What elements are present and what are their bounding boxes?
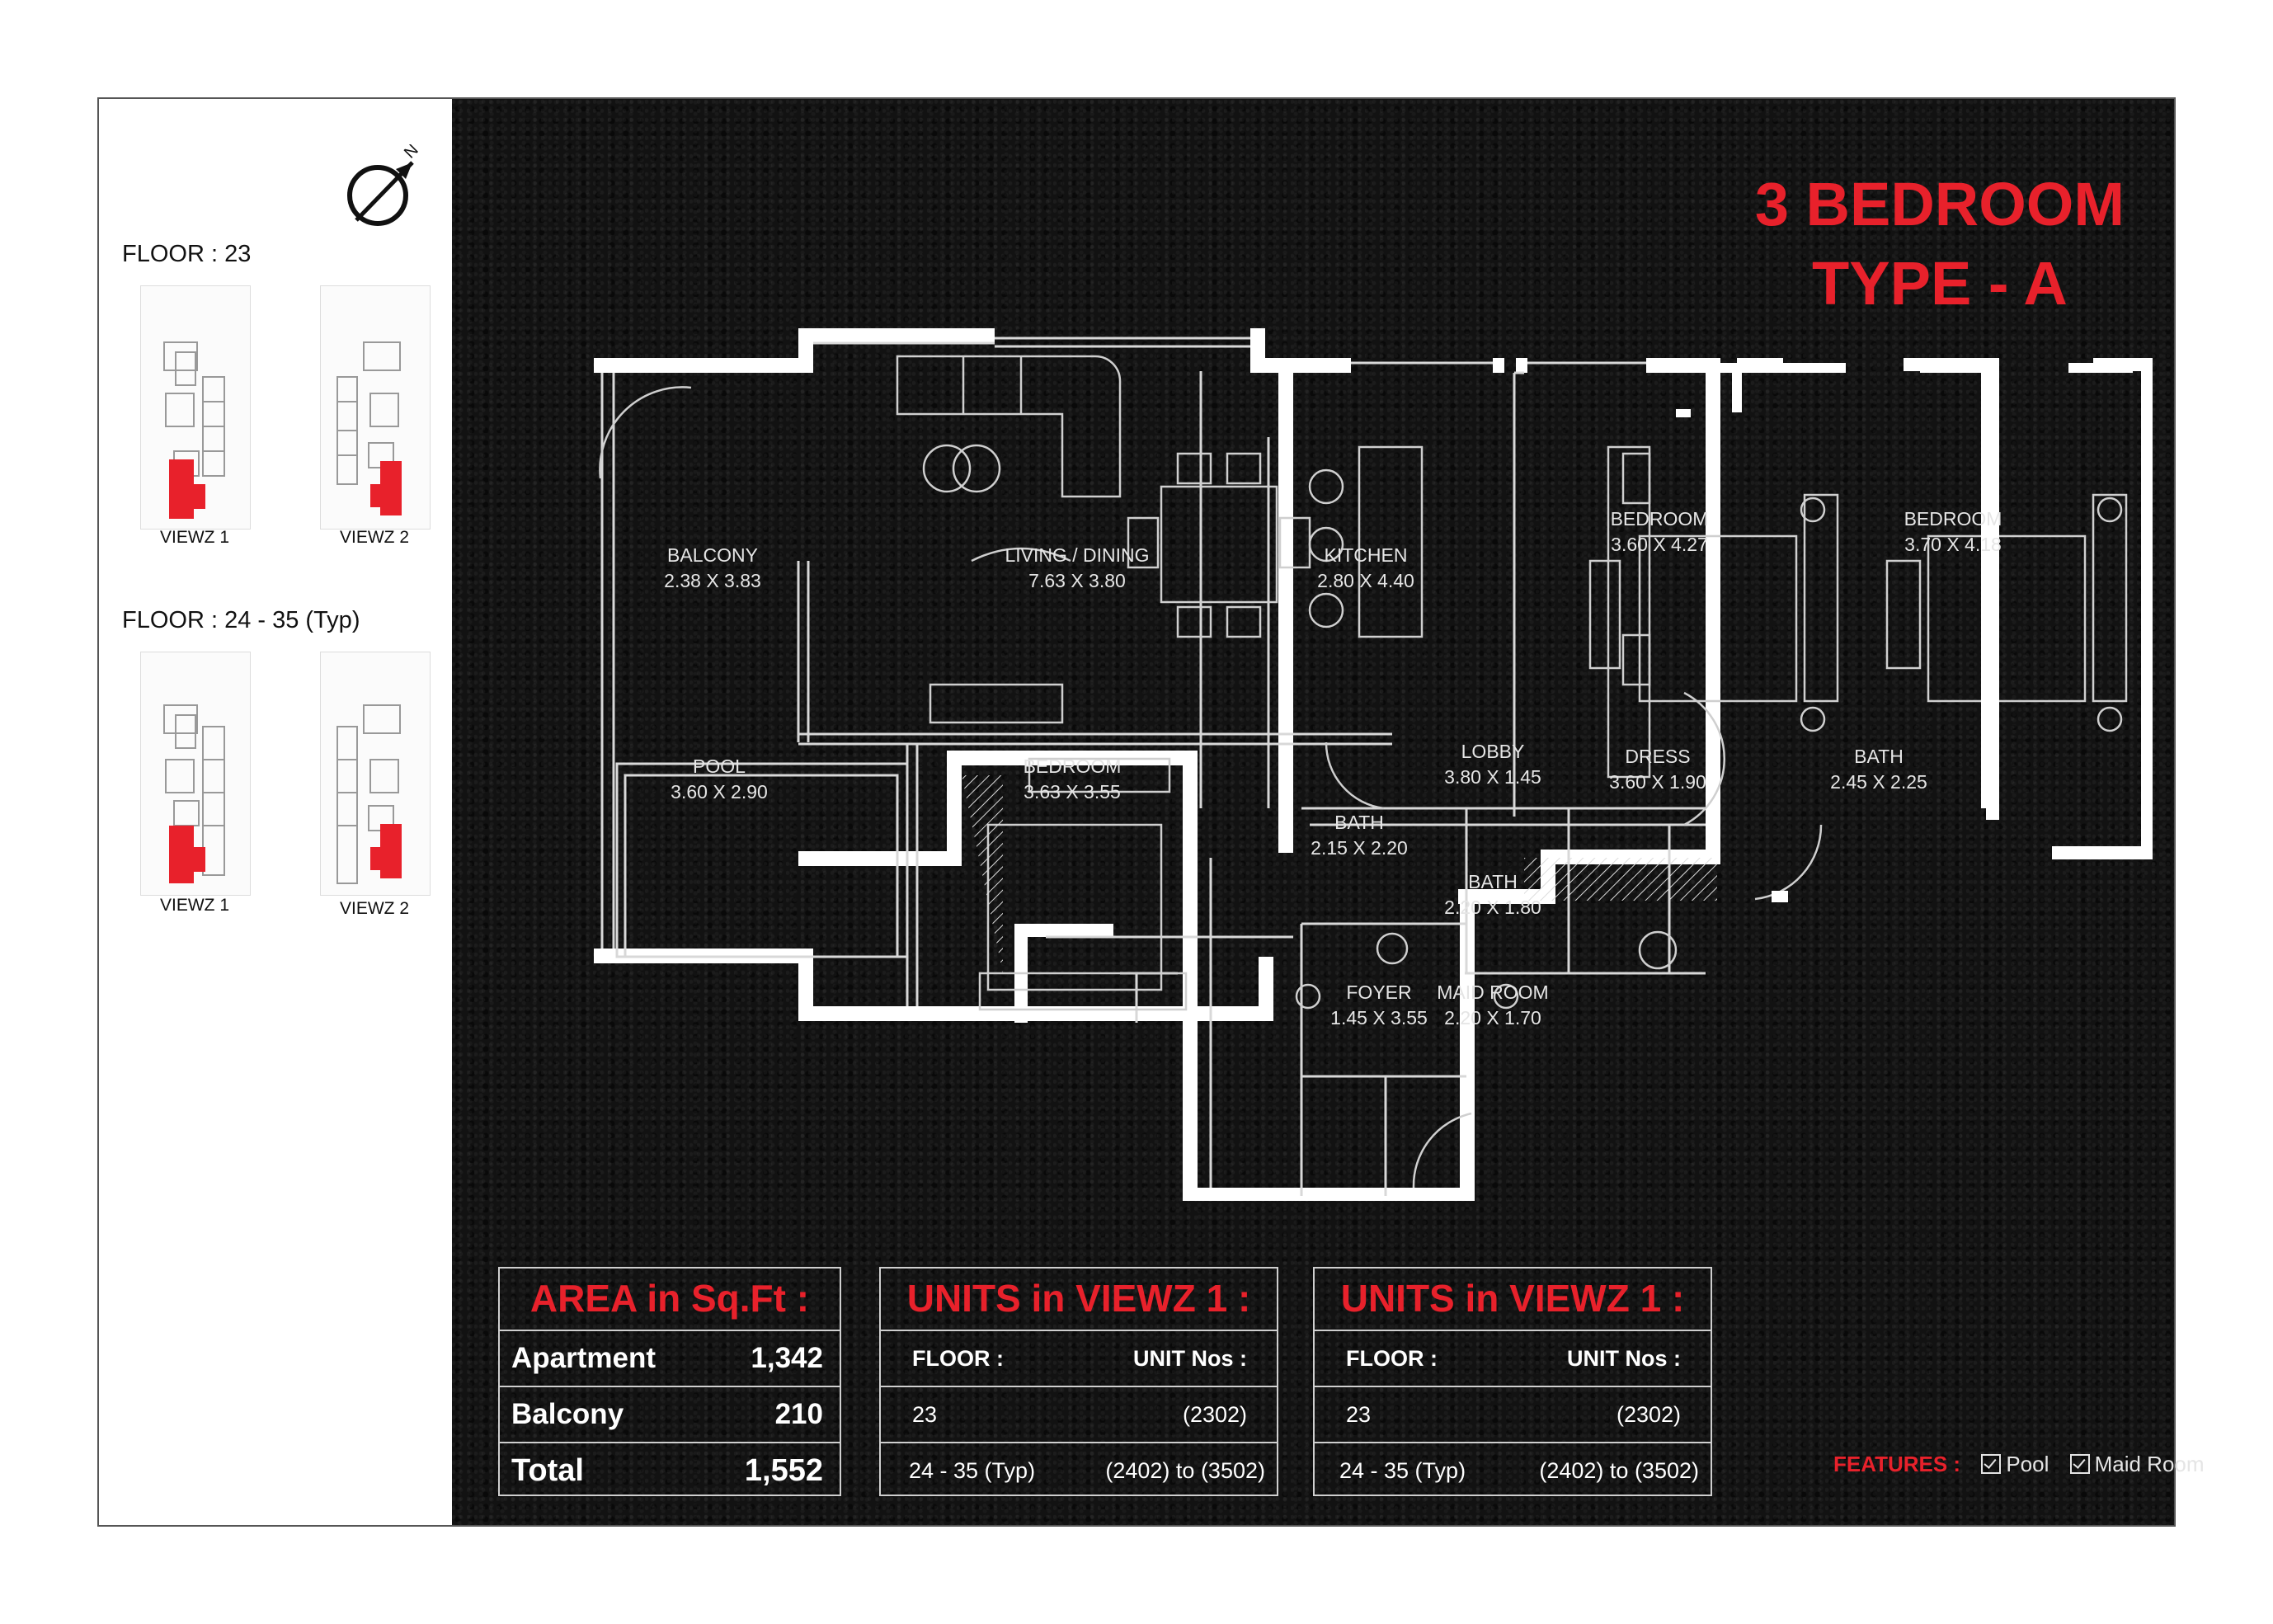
bedroom-wing-walls [1676, 409, 1691, 417]
brochure-page: N FLOOR : 23 [97, 97, 2205, 1527]
checkbox-checked-icon [1981, 1454, 2002, 1474]
units-table-1: UNITS in VIEWZ 1 : FLOOR : UNIT Nos : 23… [879, 1267, 1278, 1496]
key-plan-sidebar: N FLOOR : 23 [99, 99, 452, 1525]
cell-units: (2402) to (3502) [1539, 1458, 1699, 1483]
interior-lines [600, 337, 1706, 1196]
floor-24-35-label: FLOOR : 24 - 35 (Typ) [122, 607, 360, 633]
title-line-1: 3 BEDROOM [1754, 170, 2125, 238]
viewz1-label: VIEWZ 1 [159, 896, 229, 915]
cell-units: (2302) [1616, 1402, 1681, 1427]
floor-plan-panel: 3 BEDROOM TYPE - A [452, 99, 2205, 1525]
row-value: 1,552 [744, 1453, 823, 1488]
bedroom-wing-outline [1720, 363, 2133, 808]
title-line-2: TYPE - A [1812, 249, 2068, 318]
cell-floor: 23 [1346, 1402, 1372, 1427]
table-row: 24 - 35 (Typ) (2402) to (3502) [881, 1443, 1277, 1498]
north-arrow-icon: N [347, 144, 422, 226]
row-label: Balcony [511, 1398, 624, 1430]
viewz2-label: VIEWZ 2 [339, 528, 409, 547]
cell-units: (2302) [1182, 1402, 1247, 1427]
col-floor-header: FLOOR : [912, 1346, 1004, 1371]
checkbox-checked-icon [2069, 1454, 2090, 1474]
row-label: Total [511, 1453, 584, 1488]
unit-type-title: 3 BEDROOM TYPE - A [1755, 165, 2125, 323]
col-units-header: UNIT Nos : [1133, 1346, 1247, 1371]
viewz1-label: VIEWZ 1 [159, 528, 229, 547]
cell-floor: 24 - 35 (Typ) [1339, 1458, 1466, 1483]
features-legend: FEATURES : Pool Maid Room [1833, 1452, 2205, 1477]
floor-plan-drawing [594, 328, 2153, 1201]
col-units-header: UNIT Nos : [1567, 1346, 1681, 1371]
units-table-heading: UNITS in VIEWZ 1 : [1315, 1269, 1711, 1331]
table-row: 23 (2302) [1315, 1387, 1711, 1443]
furniture [599, 355, 2128, 1189]
table-row: Total 1,552 [500, 1443, 840, 1499]
area-table-heading: AREA in Sq.Ft : [500, 1269, 840, 1331]
svg-text:N: N [401, 144, 422, 162]
col-floor-header: FLOOR : [1346, 1346, 1438, 1371]
table-header-row: FLOOR : UNIT Nos : [881, 1331, 1277, 1387]
keyplan-viewz2-floor24-35 [320, 652, 431, 896]
wardrobe-hatch [962, 775, 1003, 973]
wardrobe-hatch [1524, 858, 1717, 901]
floor-23-label: FLOOR : 23 [122, 241, 252, 267]
keyplan-viewz1-floor23 [140, 285, 251, 530]
row-label: Apartment [511, 1342, 656, 1374]
feature-maid-room: Maid Room [2094, 1452, 2205, 1476]
keyplan-viewz1-floor24-35 [140, 652, 251, 896]
outer-right-walls [1737, 358, 2153, 902]
keyplan-viewz2-floor23 [320, 285, 431, 530]
cell-units: (2402) to (3502) [1105, 1458, 1265, 1483]
table-row: 23 (2302) [881, 1387, 1277, 1443]
row-value: 210 [774, 1398, 823, 1430]
row-value: 1,342 [751, 1342, 823, 1374]
viewz2-label: VIEWZ 2 [339, 899, 409, 918]
units-table-2: UNITS in VIEWZ 1 : FLOOR : UNIT Nos : 23… [1313, 1267, 1712, 1496]
table-row: 24 - 35 (Typ) (2402) to (3502) [1315, 1443, 1711, 1498]
table-row: Balcony 210 [500, 1387, 840, 1443]
feature-pool: Pool [2006, 1452, 2049, 1476]
area-table: AREA in Sq.Ft : Apartment 1,342 Balcony … [498, 1267, 841, 1496]
cell-floor: 24 - 35 (Typ) [909, 1458, 1036, 1483]
table-row: Apartment 1,342 [500, 1331, 840, 1387]
table-header-row: FLOOR : UNIT Nos : [1315, 1331, 1711, 1387]
cell-floor: 23 [912, 1402, 938, 1427]
features-label: FEATURES : [1833, 1452, 1961, 1476]
units-table-heading: UNITS in VIEWZ 1 : [881, 1269, 1277, 1331]
